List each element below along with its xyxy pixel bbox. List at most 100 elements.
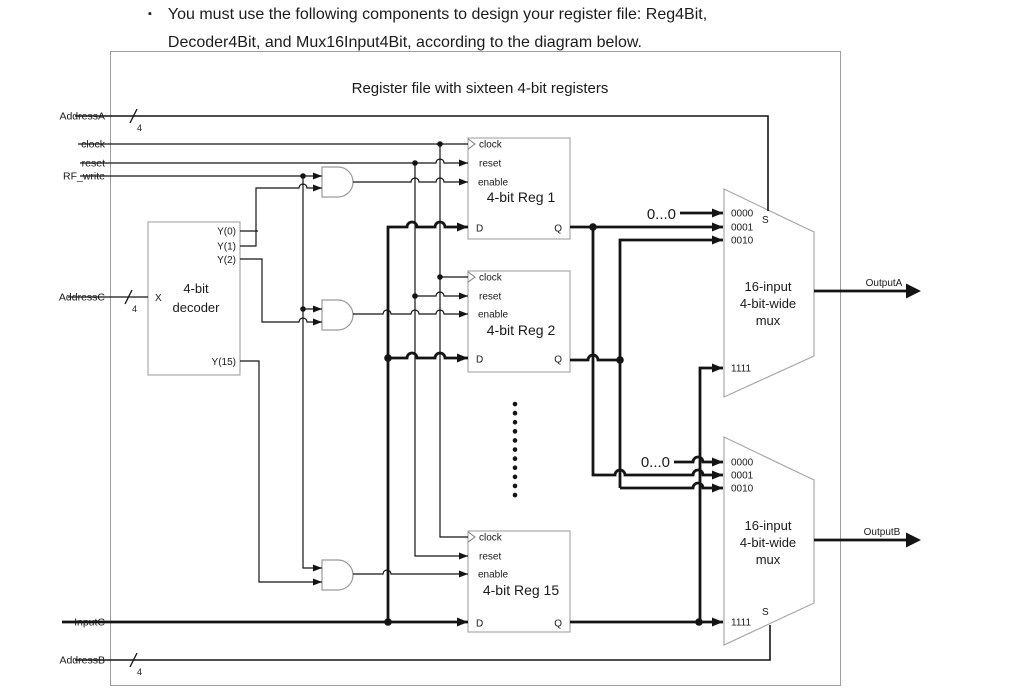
wire-enable-reg2 bbox=[353, 309, 468, 318]
muxa-label-line3: mux bbox=[756, 313, 781, 328]
wire-reset-reg2 bbox=[415, 291, 468, 300]
decoder-y0-label: Y(0) bbox=[217, 227, 236, 238]
diagram-frame bbox=[110, 51, 841, 686]
io-labels: AddressA clock reset RF_write AddressC I… bbox=[59, 111, 903, 667]
wire-segment bbox=[467, 137, 571, 240]
wire-y15-gate15 bbox=[240, 360, 322, 586]
slash-addressC-icon bbox=[124, 289, 133, 305]
wire-enable-reg1 bbox=[353, 177, 468, 186]
register-15-block: clock reset enable 4-bit Reg 15 D Q bbox=[467, 530, 571, 633]
muxb-in0010-label: 0010 bbox=[731, 484, 754, 495]
clock-edge-icon bbox=[467, 271, 476, 283]
muxa-in0001-label: 0001 bbox=[731, 223, 754, 234]
wire-addressB-select bbox=[75, 625, 771, 661]
clock-edge-icon bbox=[467, 138, 476, 150]
reg15-clock-label: clock bbox=[479, 533, 503, 544]
wire-enable-reg15 bbox=[353, 569, 468, 578]
reg1-q-label: Q bbox=[554, 224, 562, 235]
wire-q2-muxa bbox=[618, 235, 723, 488]
decoder-y15-label: Y(15) bbox=[212, 357, 236, 368]
zeros-label-muxb: 0...0 bbox=[641, 454, 670, 471]
wire-addressA-select bbox=[75, 115, 769, 211]
mux-b-block: 0000 0001 0010 1111 S 16-input 4-bit-wid… bbox=[723, 436, 815, 646]
wire-segment bbox=[437, 141, 443, 147]
addressA-label: AddressA bbox=[59, 111, 105, 123]
outputB-arrow-icon bbox=[906, 532, 921, 548]
muxa-in0000-label: 0000 bbox=[731, 209, 754, 220]
instruction-text: ▪ You must use the following components … bbox=[148, 1, 707, 57]
wire-segment bbox=[467, 270, 571, 373]
wire-q2-muxb bbox=[620, 481, 723, 493]
wire-segment bbox=[412, 160, 418, 166]
wire-y2-gate2 bbox=[240, 258, 322, 326]
wire-segment bbox=[300, 173, 306, 179]
reg2-clock-label: clock bbox=[479, 273, 503, 284]
reg2-reset-label: reset bbox=[479, 292, 501, 303]
wire-q2 bbox=[570, 353, 620, 362]
addressB-width-label: 4 bbox=[137, 667, 142, 677]
reg15-name: 4-bit Reg 15 bbox=[483, 582, 559, 598]
addressA-width-label: 4 bbox=[137, 123, 142, 133]
zeros-label-muxa: 0...0 bbox=[647, 206, 676, 223]
mux-a-block: 0000 0001 0010 1111 S 16-input 4-bit-wid… bbox=[723, 188, 815, 398]
decoder-label-line1: 4-bit bbox=[183, 281, 209, 296]
wire-segment bbox=[437, 274, 443, 280]
junction-dots bbox=[300, 141, 703, 626]
and-gate-1 bbox=[321, 166, 354, 198]
muxb-in1111-label: 1111 bbox=[731, 618, 751, 629]
slash-addressA-icon bbox=[129, 108, 138, 124]
bus-slashes bbox=[124, 108, 138, 668]
muxb-in0001-label: 0001 bbox=[731, 471, 754, 482]
muxb-label-line3: mux bbox=[756, 552, 781, 567]
wire-clock-bus bbox=[439, 144, 468, 538]
register-2-block: clock reset enable 4-bit Reg 2 D Q bbox=[467, 270, 571, 373]
reg15-q-label: Q bbox=[554, 619, 562, 630]
reg2-enable-label: enable bbox=[478, 310, 508, 321]
wire-q1-muxb bbox=[591, 227, 723, 480]
reg15-reset-label: reset bbox=[479, 552, 501, 563]
address-wires bbox=[75, 115, 771, 661]
instruction-line-1: You must use the following components to… bbox=[167, 6, 708, 23]
reg1-enable-label: enable bbox=[478, 178, 508, 189]
wire-segment bbox=[695, 618, 703, 626]
muxa-select-label: S bbox=[762, 215, 769, 226]
muxb-label-line2: 4-bit-wide bbox=[740, 535, 796, 550]
reg15-d-label: D bbox=[476, 619, 483, 630]
rf-write-label: RF_write bbox=[63, 171, 105, 183]
decoder-block: 4-bit decoder X Y(0) Y(1) Y(2) Y(15) bbox=[147, 221, 241, 376]
reg1-clock-label: clock bbox=[479, 140, 503, 151]
decoder-y2-label: Y(2) bbox=[217, 255, 236, 266]
wire-d2 bbox=[388, 351, 468, 363]
outputA-label: OutputA bbox=[866, 278, 903, 289]
diagram-title: Register file with sixteen 4-bit registe… bbox=[352, 80, 609, 97]
and-gates bbox=[321, 166, 354, 591]
wire-rfwrite-bus bbox=[302, 176, 322, 572]
wire-segment bbox=[147, 221, 241, 376]
outputB-label: OutputB bbox=[864, 527, 901, 538]
control-wires bbox=[68, 143, 468, 586]
reg15-enable-label: enable bbox=[478, 570, 508, 581]
decoder-label-line2: decoder bbox=[173, 300, 221, 315]
muxa-label-line2: 4-bit-wide bbox=[740, 296, 796, 311]
bullet-icon: ▪ bbox=[148, 8, 152, 20]
slash-addressB-icon bbox=[129, 652, 138, 668]
inputC-label: InputC bbox=[74, 617, 105, 629]
reg1-reset-label: reset bbox=[479, 159, 501, 170]
wire-zeros-muxb bbox=[674, 455, 723, 467]
wire-segment bbox=[467, 530, 571, 633]
reset-label: reset bbox=[82, 158, 105, 170]
wire-segment bbox=[723, 436, 815, 646]
addressB-label: AddressB bbox=[59, 655, 105, 667]
addressC-label: AddressC bbox=[59, 292, 106, 304]
reg1-name: 4-bit Reg 1 bbox=[487, 189, 556, 205]
reg1-d-label: D bbox=[476, 224, 483, 235]
wire-inputC-bus-d1 bbox=[386, 220, 468, 622]
reg2-d-label: D bbox=[476, 355, 483, 366]
wire-segment bbox=[723, 188, 815, 398]
clock-edge-icon bbox=[467, 531, 476, 543]
muxb-select-label: S bbox=[762, 607, 769, 618]
wire-segment bbox=[616, 356, 624, 364]
instruction-line-2: Decoder4Bit, and Mux16Input4Bit, accordi… bbox=[167, 34, 642, 51]
decoder-y1-label: Y(1) bbox=[217, 242, 236, 253]
